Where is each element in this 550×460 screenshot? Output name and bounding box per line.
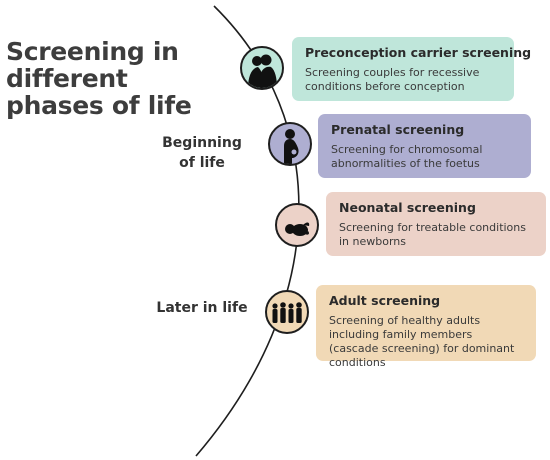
pregnant-woman-icon: [270, 124, 310, 164]
stage-node-neonatal: [275, 203, 319, 247]
stage-title: Preconception carrier screening: [305, 45, 532, 60]
adult-family-icon: [267, 292, 307, 332]
stage-node-preconception: [240, 46, 284, 90]
stage-node-adult: [265, 290, 309, 334]
stage-card-preconception: Preconception carrier screening Screenin…: [292, 37, 532, 101]
newborn-baby-icon: [277, 205, 317, 245]
stage-card-adult: Adult screening Screening of healthy adu…: [316, 285, 536, 369]
stage-card-neonatal: Neonatal screening Screening for treatab…: [326, 192, 546, 256]
phase-label-beginning-of-life: Beginning of life: [162, 135, 242, 171]
stage-title: Neonatal screening: [339, 200, 476, 215]
stage-title: Prenatal screening: [331, 122, 465, 137]
couple-kiss-icon: [242, 48, 282, 88]
stage-description: Screening for chromosomal abnormalities …: [331, 143, 483, 170]
stage-description: Screening of healthy adults including fa…: [329, 314, 515, 369]
page-title: Screening in different phases of life: [6, 37, 192, 120]
phase-label-later-in-life: Later in life: [156, 300, 248, 316]
stage-card-prenatal: Prenatal screening Screening for chromos…: [318, 114, 531, 178]
stage-node-prenatal: [268, 122, 312, 166]
stage-title: Adult screening: [329, 293, 441, 308]
stage-description: Screening couples for recessive conditio…: [305, 66, 480, 93]
stage-description: Screening for treatable conditions in ne…: [339, 221, 526, 248]
